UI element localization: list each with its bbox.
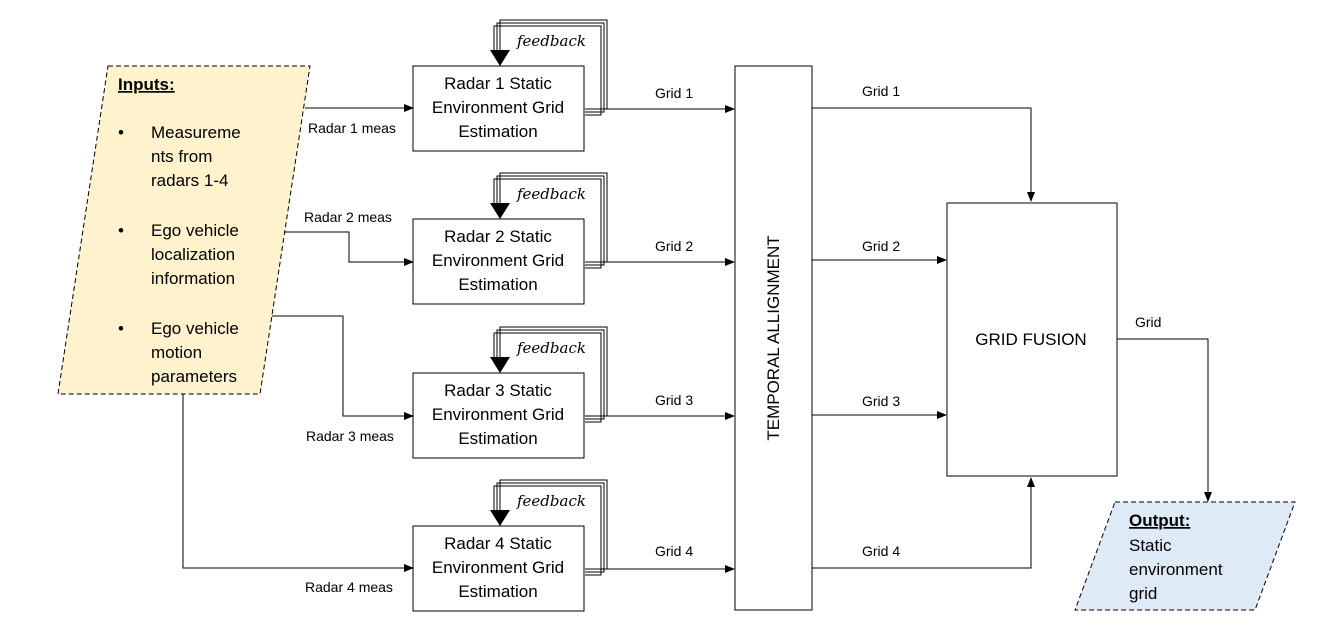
inputs-bullet: • [118,221,124,240]
temporal-alignment-block [734,65,813,611]
radar-4-meas-arrow [182,394,414,572]
radar-1-title-line: Radar 1 Static [444,74,552,93]
radar-4-box [412,525,585,612]
feedback-loop-line [496,22,605,113]
radar-4-grid-label: Grid 4 [655,543,693,559]
inputs-item-line: localization [151,245,235,264]
feedback-loop-line [496,175,605,266]
inputs-bullet: • [118,319,124,338]
inputs-item-line: radars 1-4 [151,171,228,190]
radar-2-title-line: Environment Grid [432,251,564,270]
radar-1-meas-label: Radar 1 meas [308,120,396,136]
aligned-grid-1-arrow [812,107,1035,202]
feedback-arrowhead [490,50,510,66]
aligned-grid-4-arrow [812,477,1035,569]
radar-2-meas-arrow [285,231,414,266]
feedback-arrowhead [490,203,510,219]
radar-3-meas-label: Radar 3 meas [306,428,394,444]
radar-3-title-line: Estimation [458,429,537,448]
feedback-loop-line [493,485,602,576]
inputs-item-line: Measureme [151,123,241,142]
radar-3-title-line: Environment Grid [432,405,564,424]
output-line-1: Static [1129,536,1172,555]
feedback-loop-line [496,482,605,573]
grid-fusion-label: GRID FUSION [975,330,1086,349]
fusion-output-arrow [1117,338,1212,502]
temporal-alignment-label: TEMPORAL ALLIGNMENT [764,235,783,440]
radar-4-title-line: Radar 4 Static [444,534,552,553]
aligned-grid-1-label: Grid 1 [862,83,900,99]
radar-2-title-line: Radar 2 Static [444,227,552,246]
inputs-item-line: information [151,269,235,288]
radar-1-title-line: Estimation [458,122,537,141]
radar-3-title-line: Radar 3 Static [444,381,552,400]
radar-3-box [412,372,585,459]
fusion-output-label: Grid [1135,314,1161,330]
inputs-item-line: Ego vehicle [151,319,239,338]
inputs-title: Inputs: [118,75,175,94]
aligned-connections [812,107,1035,569]
inputs-item-line: nts from [151,147,212,166]
output-block [1074,501,1296,611]
feedback-loop-line [493,178,602,269]
aligned-grid-2-label: Grid 2 [862,238,900,254]
input-connections [182,104,414,572]
feedback-loop-line [493,332,602,423]
radar-3-meas-arrow [272,315,414,420]
feedback-label: feedback [516,32,586,50]
radar-4-title-line: Estimation [458,582,537,601]
radar-1-title-line: Environment Grid [432,98,564,117]
radar-1-box [412,65,585,152]
inputs-item-line: parameters [151,367,237,386]
feedback-label: feedback [516,492,586,510]
radar-2-meas-label: Radar 2 meas [304,209,392,225]
output-line-3: grid [1129,584,1157,603]
feedback-loop-line [496,329,605,420]
radar-4-meas-label: Radar 4 meas [305,579,393,595]
output-title: Output: [1129,511,1190,530]
radar-2-grid-label: Grid 2 [655,238,693,254]
output-line-2: environment [1129,560,1223,579]
feedback-label: feedback [516,185,586,203]
inputs-bullet: • [118,123,124,142]
feedback-arrowhead [490,357,510,373]
feedback-label: feedback [516,339,586,357]
inputs-block [57,65,311,395]
inputs-item-line: motion [151,343,202,362]
radar-2-box [412,218,585,305]
aligned-grid-4-label: Grid 4 [862,543,900,559]
radar-1-grid-label: Grid 1 [655,85,693,101]
radar-3-grid-label: Grid 3 [655,392,693,408]
grid-fusion-block [946,202,1118,477]
inputs-item-line: Ego vehicle [151,221,239,240]
feedback-loop-line [493,25,602,116]
aligned-grid-3-label: Grid 3 [862,393,900,409]
feedback-arrowhead [490,510,510,526]
radar-2-title-line: Estimation [458,275,537,294]
radar-4-title-line: Environment Grid [432,558,564,577]
inputs-list: • Measureme nts from radars 1-4 • Ego vehicle… [118,123,241,386]
